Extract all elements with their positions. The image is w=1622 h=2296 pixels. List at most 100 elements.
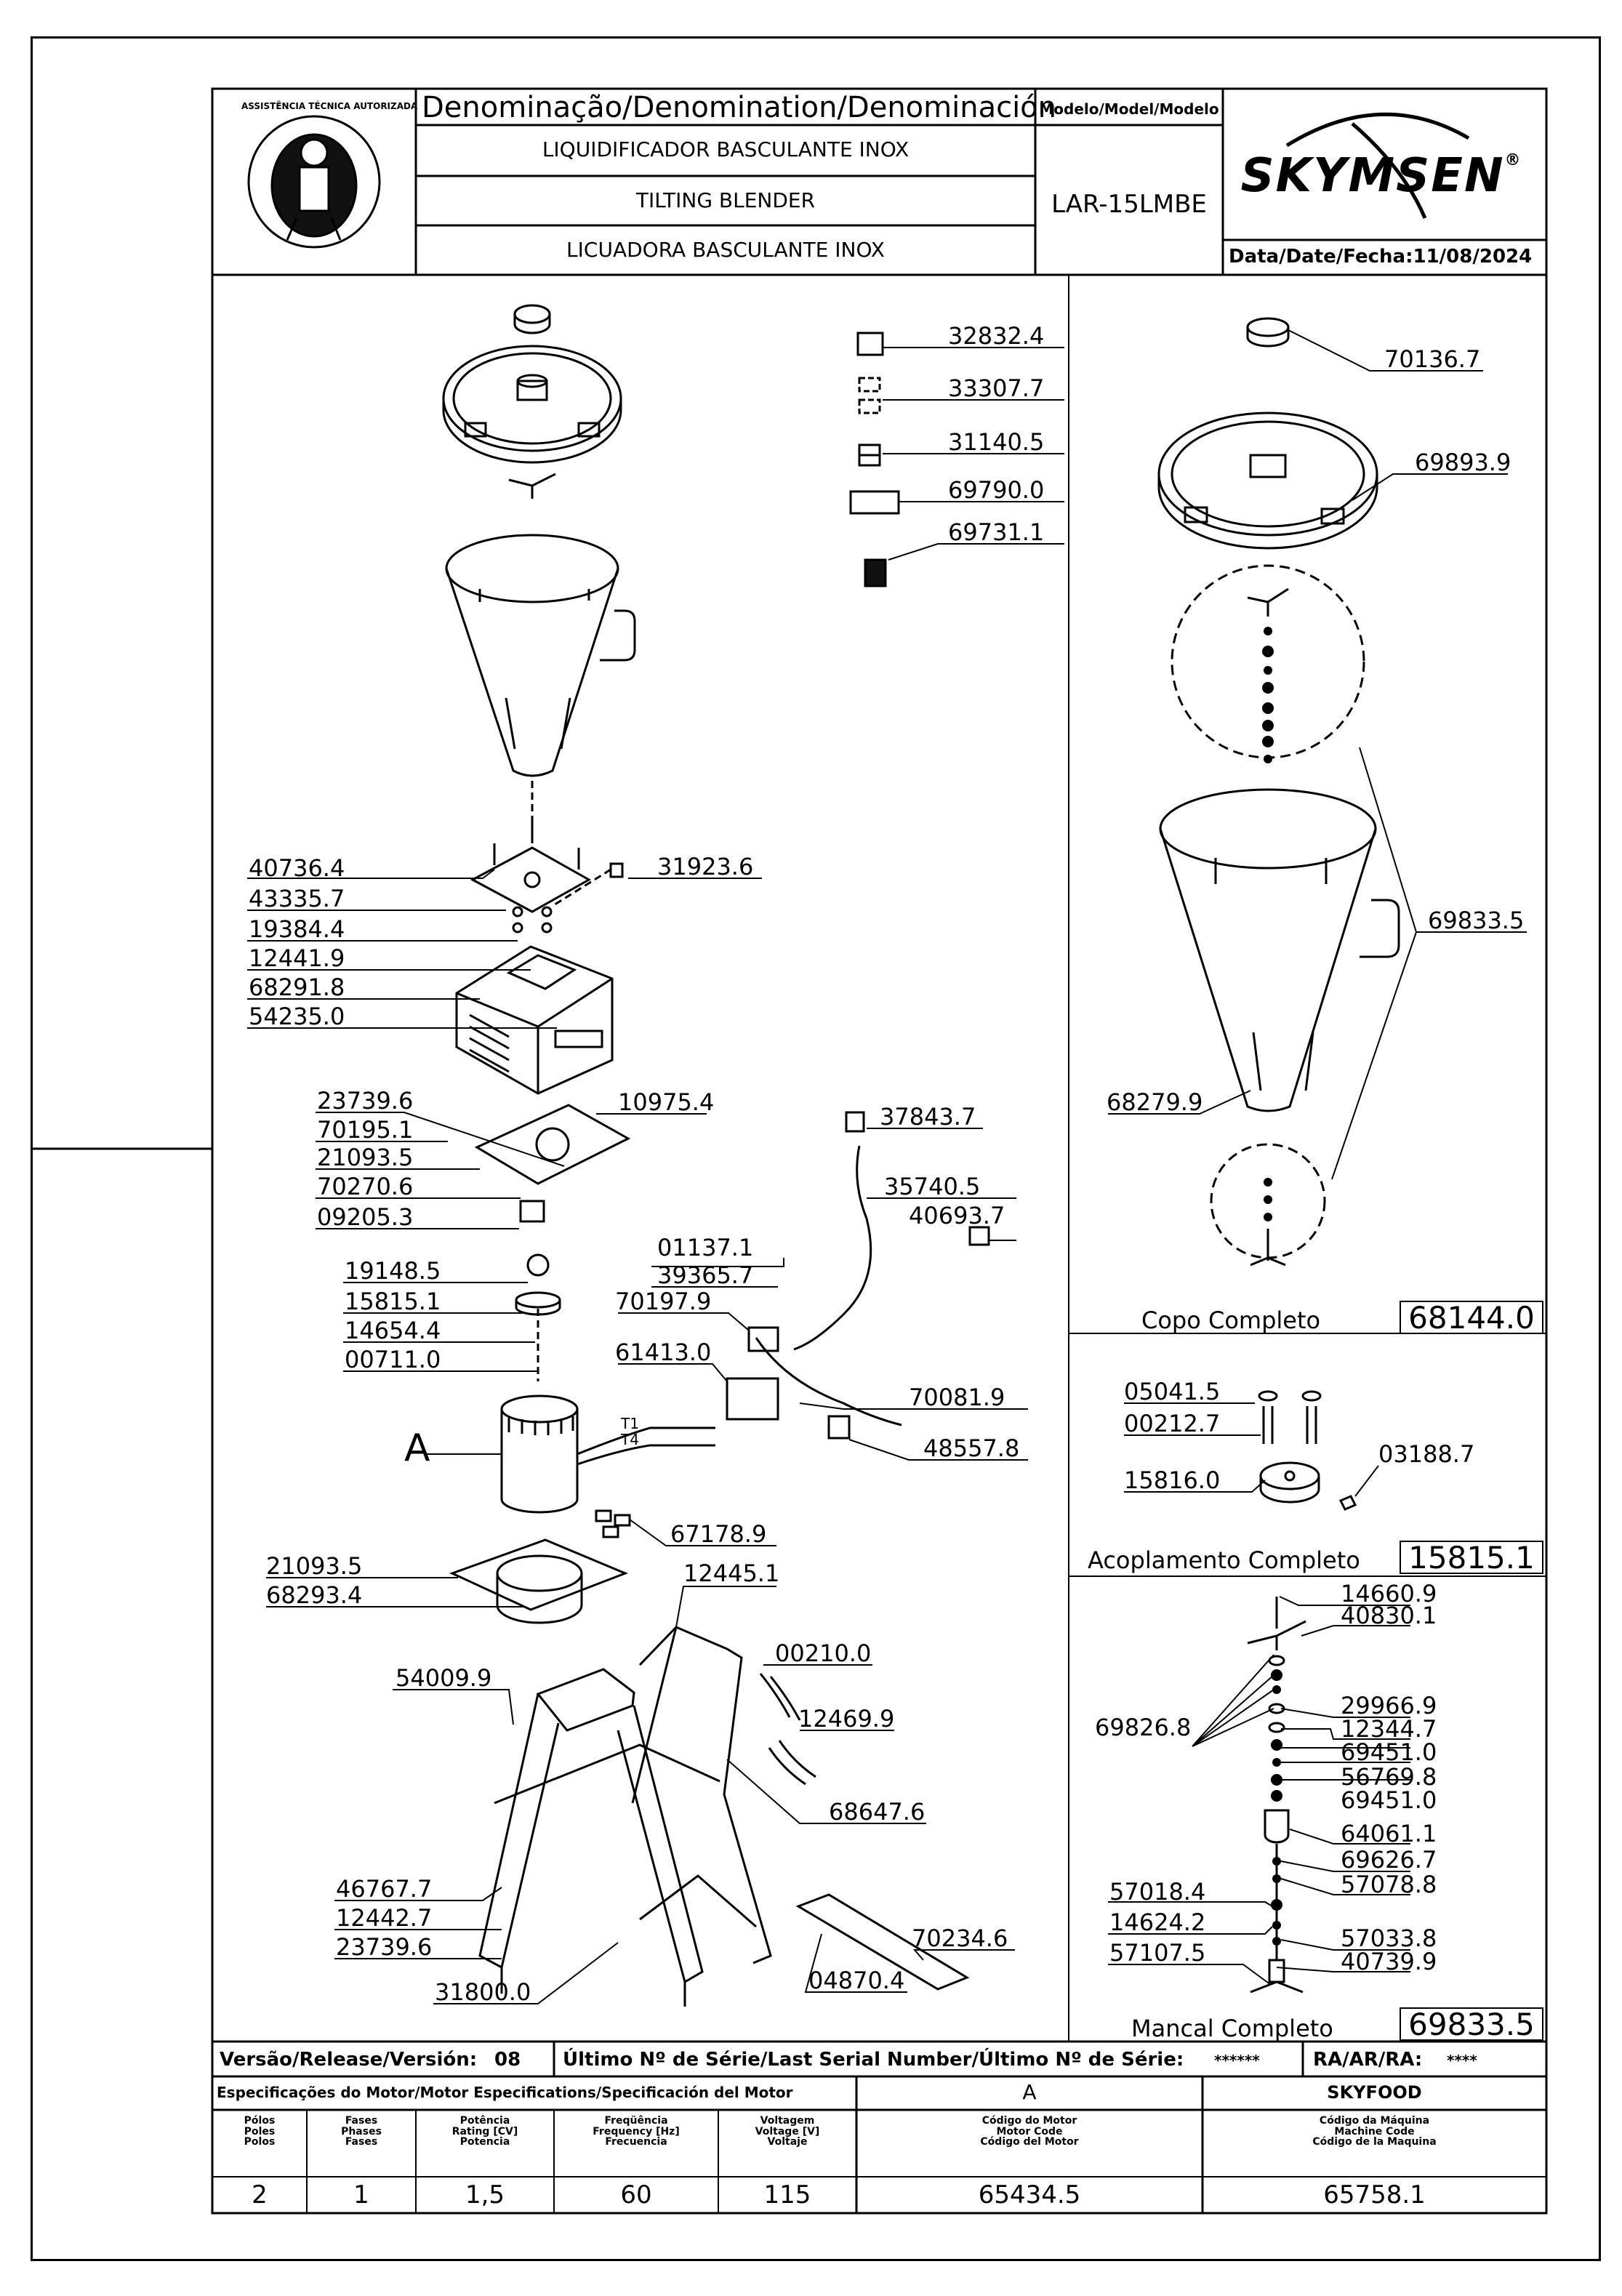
product-name-pt: LIQUIDIFICADOR BASCULANTE INOX (542, 137, 910, 161)
mancal-completo-label: Mancal Completo (1131, 2015, 1333, 2042)
part-number: 69731.1 (948, 518, 1045, 546)
part-number: 10975.4 (618, 1088, 715, 1116)
part-number: 37843.7 (880, 1103, 976, 1131)
part-number: 12442.7 (336, 1904, 433, 1932)
part-number: 57107.5 (1109, 1939, 1206, 1967)
part-number: 69826.8 (1095, 1714, 1192, 1741)
part-number: 54235.0 (249, 1003, 345, 1030)
part-number: 61413.0 (615, 1338, 712, 1366)
copo-completo-label: Copo Completo (1141, 1306, 1321, 1334)
part-number: 69790.0 (948, 476, 1045, 504)
motor-callout-letter: A (404, 1426, 430, 1470)
part-number: 70081.9 (909, 1384, 1005, 1411)
part-number: 00212.7 (1124, 1410, 1221, 1437)
product-name-es: LICUADORA BASCULANTE INOX (566, 238, 885, 262)
part-number: 69626.7 (1341, 1846, 1437, 1874)
machine-code-value: 65758.1 (1323, 2180, 1426, 2209)
power-value: 1,5 (465, 2180, 505, 2209)
col-voltage-header: Voltagem Voltage [V] Voltaje (755, 2115, 820, 2148)
part-number: 05041.5 (1124, 1378, 1221, 1405)
col-frequency-header: Freqüência Frequency [Hz] Frecuencia (593, 2115, 680, 2148)
part-number: 57018.4 (1109, 1878, 1206, 1906)
part-number: 09205.3 (317, 1203, 414, 1231)
wire-t4-label: T4 (621, 1431, 639, 1448)
skymsen-swoosh (1285, 112, 1470, 219)
part-number: 21093.5 (317, 1144, 414, 1171)
part-number: 12445.1 (683, 1560, 780, 1587)
acoplamento-completo-label: Acoplamento Completo (1088, 1546, 1360, 1574)
part-number: 31923.6 (657, 853, 754, 880)
part-number: 39365.7 (657, 1261, 754, 1289)
phases-value: 1 (353, 2180, 369, 2209)
serial-value: ****** (1214, 2052, 1260, 2069)
part-number: 70136.7 (1384, 345, 1481, 373)
serial-label: Último Nº de Série/Last Serial Number/Úl… (563, 2049, 1184, 2071)
brand-name: SKYMSEN (1240, 149, 1505, 203)
copo-completo-code: 68144.0 (1408, 1300, 1535, 1336)
part-number: 69451.0 (1341, 1786, 1437, 1814)
part-number: 68279.9 (1107, 1088, 1203, 1116)
seal-logo (247, 115, 381, 249)
col-power-header: Potência Rating [CV] Potencia (451, 2115, 518, 2148)
part-number: 35740.5 (884, 1173, 981, 1200)
part-number: 48557.8 (923, 1434, 1020, 1462)
version-label: Versão/Release/Versión: (220, 2049, 478, 2071)
part-number: 56769.8 (1341, 1763, 1437, 1791)
part-number: 12344.7 (1341, 1715, 1437, 1743)
part-number: 31140.5 (948, 428, 1045, 456)
part-number: 46767.7 (336, 1875, 433, 1903)
part-number: 31800.0 (435, 1978, 531, 2006)
part-number: 01137.1 (657, 1234, 754, 1261)
part-number: 70270.6 (317, 1173, 414, 1200)
part-number: 68647.6 (829, 1798, 926, 1826)
col-poles-header: Pólos Poles Polos (244, 2115, 276, 2148)
seal-logo-text: ASSISTÊNCIA TÉCNICA AUTORIZADA (241, 101, 418, 111)
version-value: 08 (494, 2049, 521, 2071)
product-name-en: TILTING BLENDER (635, 188, 816, 212)
part-number: 64061.1 (1341, 1820, 1437, 1847)
part-number: 40736.4 (249, 854, 345, 882)
part-number: 12469.9 (798, 1705, 895, 1733)
part-number: 40693.7 (909, 1202, 1005, 1229)
registered-mark: ® (1504, 151, 1522, 169)
motor-code-value: 65434.5 (978, 2180, 1081, 2209)
part-number: 14654.4 (345, 1317, 441, 1344)
motor-group-label: A (1022, 2080, 1037, 2104)
col-machine-code-header: Código da Máquina Machine Code Código de… (1312, 2115, 1437, 2148)
part-number: 14660.9 (1341, 1580, 1437, 1607)
part-number: 67178.9 (670, 1520, 767, 1548)
part-number: 69833.5 (1428, 907, 1525, 934)
col-motor-code-header: Código do Motor Motor Code Código del Mo… (980, 2115, 1079, 2148)
part-number: 23739.6 (317, 1087, 414, 1115)
acoplamento-completo-code: 15815.1 (1408, 1540, 1535, 1576)
ra-label: RA/AR/RA: (1313, 2049, 1423, 2071)
date-label: Data/Date/Fecha: (1229, 246, 1413, 268)
part-number: 32832.4 (948, 322, 1045, 350)
part-number: 33307.7 (948, 374, 1045, 402)
part-number: 21093.5 (266, 1552, 363, 1580)
voltage-value: 115 (763, 2180, 811, 2209)
model-label: Modelo/Model/Modelo (1039, 100, 1219, 118)
part-number: 23739.6 (336, 1933, 433, 1961)
part-number: 54009.9 (396, 1664, 492, 1692)
wire-t1-label: T1 (621, 1415, 639, 1432)
part-number: 68293.4 (266, 1581, 363, 1609)
part-number: 40739.9 (1341, 1948, 1437, 1975)
machine-group-label: SKYFOOD (1327, 2082, 1422, 2103)
date-value: 11/08/2024 (1413, 246, 1533, 268)
part-number: 15816.0 (1124, 1466, 1221, 1494)
part-number: 00711.0 (345, 1346, 441, 1373)
frequency-value: 60 (620, 2180, 652, 2209)
part-number: 12441.9 (249, 944, 345, 972)
part-number: 29966.9 (1341, 1692, 1437, 1719)
part-number: 19384.4 (249, 915, 345, 943)
denomination-label: Denominação/Denomination/Denominación (422, 91, 1057, 124)
ra-value: **** (1447, 2052, 1477, 2069)
part-number: 04870.4 (808, 1967, 905, 1994)
part-number: 70195.1 (317, 1116, 414, 1144)
part-number: 14624.2 (1109, 1908, 1206, 1936)
part-number: 40830.1 (1341, 1602, 1437, 1629)
part-number: 69451.0 (1341, 1738, 1437, 1766)
part-number: 68291.8 (249, 974, 345, 1001)
